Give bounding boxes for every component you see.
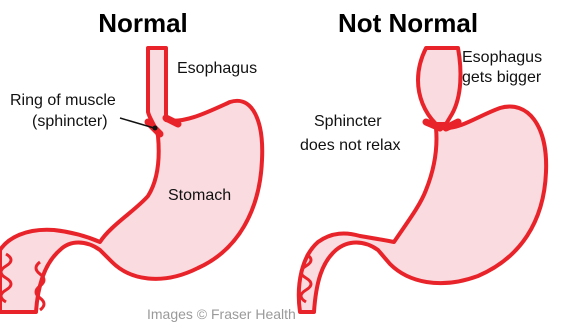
ring-muscle-label-line1: Ring of muscle: [10, 92, 116, 109]
sphincter-not-relax-label-line1: Sphincter: [314, 113, 382, 130]
ring-muscle-label-line2: (sphincter): [32, 113, 108, 130]
sphincter-not-relax-label-line2: does not relax: [300, 137, 401, 154]
ring-leader-dot: [153, 126, 158, 131]
esophagus-bigger-label-line2: gets bigger: [462, 69, 542, 86]
normal-title: Normal: [98, 8, 188, 38]
normal-panel: Normal Esophagus Ring of muscle (sphinct…: [0, 8, 262, 312]
not-normal-panel: Not Normal Esophagus gets bigger Sphinct…: [299, 8, 546, 312]
image-credit: Images © Fraser Health: [147, 306, 296, 322]
stomach-label: Stomach: [168, 187, 231, 204]
not-normal-title: Not Normal: [338, 8, 478, 38]
esophagus-bigger-label-line1: Esophagus: [462, 49, 542, 66]
enlarged-esophagus-shape: [418, 48, 460, 124]
normal-esophagus-label: Esophagus: [177, 60, 257, 77]
